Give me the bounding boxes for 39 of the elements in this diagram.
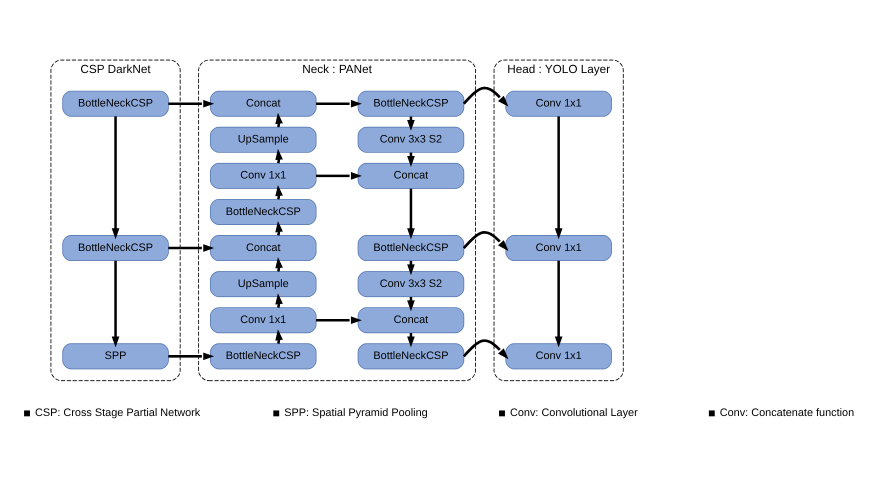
- node-box: UpSample: [210, 271, 317, 298]
- legend-label: Conv: Concatenate function: [720, 407, 854, 420]
- node-box: UpSample: [210, 126, 317, 153]
- arrow: [112, 116, 120, 240]
- node-box: Concat: [210, 90, 317, 117]
- legend-label: SPP: Spatial Pyramid Pooling: [284, 407, 428, 420]
- node-box: BottleNeckCSP: [358, 90, 464, 117]
- arrow: [554, 260, 562, 348]
- node-box: SPP: [62, 343, 169, 370]
- arrow: [168, 100, 214, 108]
- arrow: [316, 172, 362, 180]
- node-box: Conv 1x1: [210, 162, 317, 189]
- node-box: Conv 3x3 S2: [358, 271, 464, 298]
- node-box: Concat: [358, 307, 464, 334]
- arrow: [462, 86, 508, 107]
- arrow: [168, 244, 214, 252]
- legend-label: Conv: Convolutional Layer: [510, 407, 638, 420]
- node-box: Concat: [358, 162, 464, 189]
- node-box: BottleNeckCSP: [358, 343, 464, 370]
- node-box: Conv 3x3 S2: [358, 126, 464, 153]
- arrow: [554, 116, 562, 240]
- node-box: BottleNeckCSP: [358, 235, 464, 262]
- arrow: [112, 260, 120, 348]
- legend-label: CSP: Cross Stage Partial Network: [34, 407, 200, 420]
- arrow: [407, 188, 415, 240]
- node-box: Conv 1x1: [210, 307, 317, 334]
- node-box: Conv 1x1: [505, 90, 612, 117]
- arrow: [462, 231, 508, 251]
- node-box: BottleNeckCSP: [62, 90, 169, 117]
- arrow: [462, 339, 508, 360]
- arrow: [168, 352, 214, 360]
- node-box: Concat: [210, 235, 317, 262]
- node-box: Conv 1x1: [505, 343, 612, 370]
- node-box: BottleNeckCSP: [210, 198, 317, 225]
- arrow: [316, 100, 362, 108]
- arrow: [316, 316, 362, 324]
- node-box: Conv 1x1: [505, 235, 612, 262]
- node-box: BottleNeckCSP: [62, 235, 169, 262]
- node-box: BottleNeckCSP: [210, 343, 317, 370]
